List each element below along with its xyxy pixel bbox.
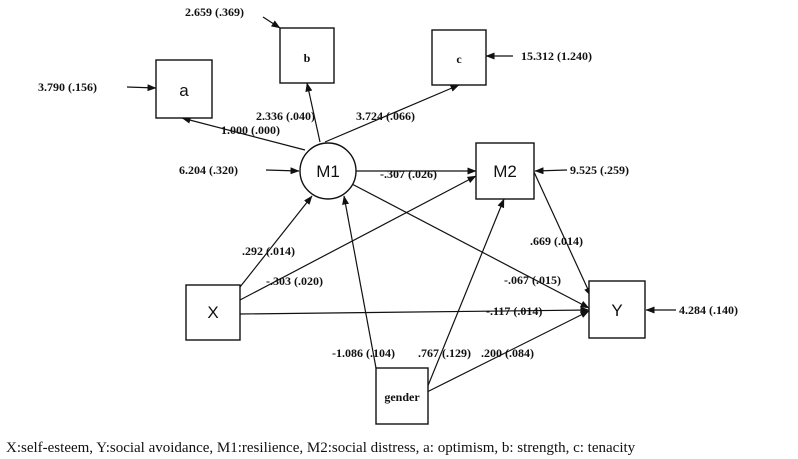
edge-x-m1 [239, 195, 313, 288]
edge-x-y [239, 306, 590, 315]
edge-m1-b [305, 82, 321, 143]
edge-gender-m1 [342, 195, 377, 369]
path-label-m1-y: -.067 (.015) [504, 273, 561, 287]
path-label-m1-b: 2.336 (.040) [256, 109, 315, 123]
path-label-m1-c: 3.724 (.066) [356, 109, 415, 123]
edge-x-m2 [239, 175, 477, 301]
residual-label-m1: 6.204 (.320) [179, 163, 238, 177]
path-label-gender-m2: .767 (.129) [418, 346, 471, 360]
figure-caption: X:self-esteem, Y:social avoidance, M1:re… [6, 440, 636, 456]
path-label-x-m1: .292 (.014) [242, 244, 295, 258]
edge-m1-y [349, 182, 590, 309]
path-label-m1-a: 1.000 (.000) [221, 123, 280, 137]
path-label-m1-m2: -.307 (.026) [380, 167, 437, 181]
node-gender: gender [375, 367, 429, 425]
path-label-m2-y: .669 (.014) [530, 234, 583, 248]
edge-m2-y [533, 171, 592, 297]
node-label-y: Y [611, 301, 622, 320]
node-m1: M1 [299, 142, 357, 200]
node-label-gender: gender [384, 390, 420, 404]
node-label-m1: M1 [316, 162, 340, 181]
path-label-x-m2: -.303 (.020) [266, 274, 323, 288]
residual-label-a: 3.790 (.156) [38, 80, 97, 94]
path-label-gender-m1: -1.086 (.104) [332, 346, 395, 360]
node-label-b: b [304, 51, 311, 65]
residual-label-y: 4.284 (.140) [679, 303, 738, 317]
residual-arrow-m2 [534, 167, 568, 175]
node-label-c: c [456, 52, 462, 66]
path-label-gender-y: .200 (.084) [481, 346, 534, 360]
node-c: c [431, 29, 487, 86]
edge-m1-a [181, 116, 306, 151]
edges [126, 16, 676, 394]
node-b: b [279, 27, 335, 84]
node-label-m2: M2 [493, 162, 517, 181]
path-label-x-y: -.117 (.014) [486, 304, 542, 318]
residual-arrow-m1 [265, 167, 300, 175]
node-a: a [155, 59, 213, 119]
residual-label-m2: 9.525 (.259) [570, 163, 629, 177]
residual-labels: 3.790 (.156) 2.659 (.369) 15.312 (1.240)… [38, 5, 738, 317]
residual-arrow-a [126, 84, 157, 92]
edge-m1-c [324, 84, 460, 143]
residual-label-c: 15.312 (1.240) [521, 49, 592, 63]
edge-gender-m2 [424, 198, 505, 394]
node-label-x: X [207, 303, 218, 322]
node-m2: M2 [475, 142, 535, 200]
node-x: X [185, 284, 241, 341]
nodes: a b c M1 M2 X Y gender [155, 27, 646, 425]
node-y: Y [588, 280, 646, 339]
residual-label-b: 2.659 (.369) [185, 5, 244, 19]
edge-gender-y [426, 310, 590, 393]
path-labels: 1.000 (.000) 2.336 (.040) 3.724 (.066) -… [221, 109, 583, 360]
node-label-a: a [179, 81, 189, 100]
residual-arrow-b [262, 16, 281, 29]
